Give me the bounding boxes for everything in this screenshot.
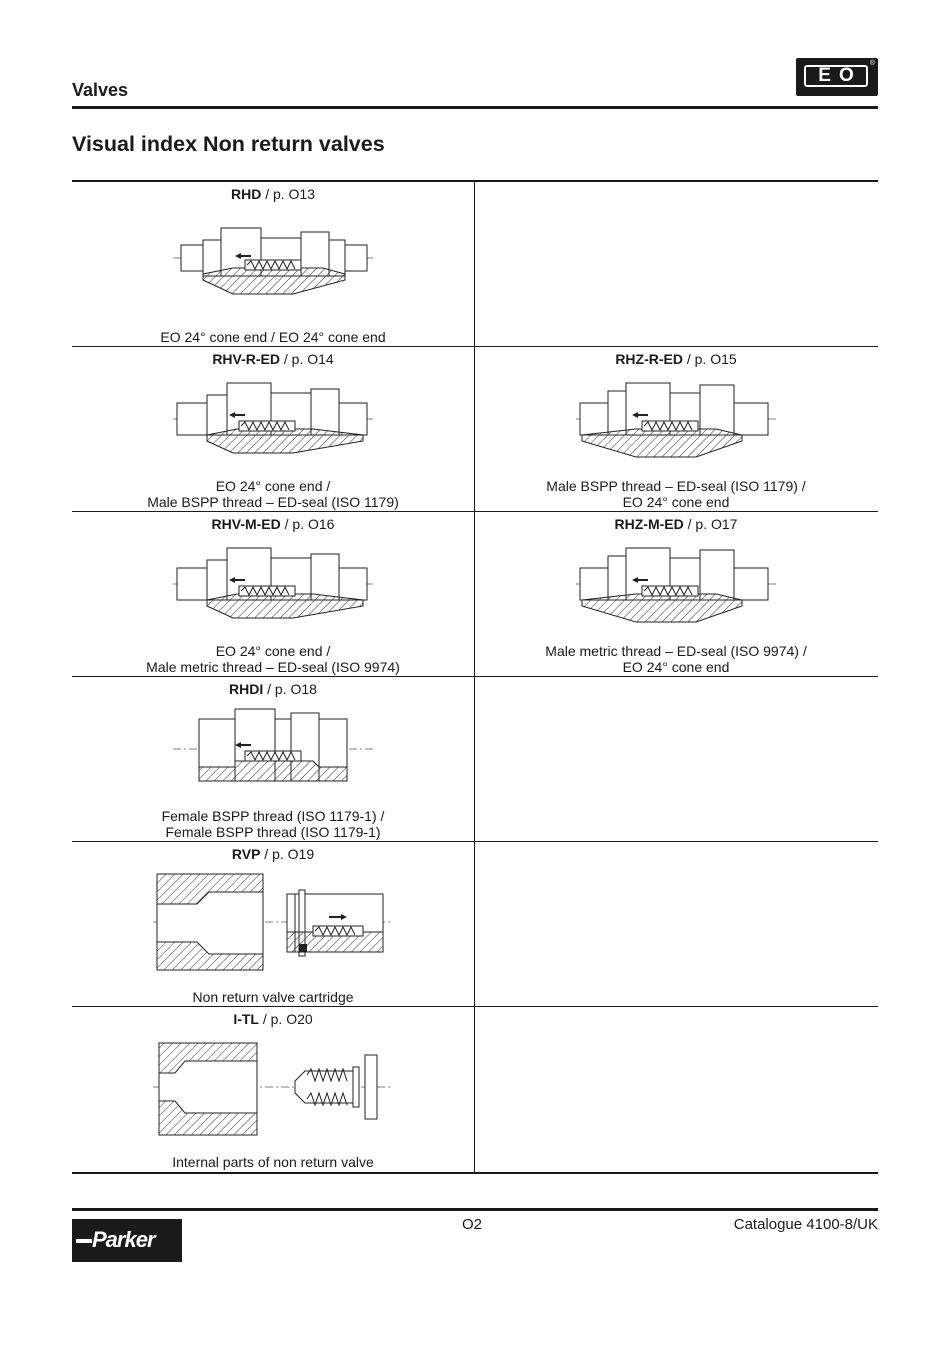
catalogue-number: Catalogue 4100-8/UK [733,1216,878,1233]
page-reference: / p. O16 [280,516,335,532]
footer-rule [72,1208,878,1211]
parker-logo: Parker [72,1219,182,1262]
index-cell-rhd[interactable]: RHD / p. O13 EO 24° cone end / EO 24° co… [72,182,474,347]
product-code: RVP [231,846,261,862]
index-cell-rhdi[interactable]: RHDI / p. O18 Female BSPP thread (ISO 11… [72,677,474,842]
index-cell-rvp[interactable]: RVP / p. O19 Non return valve cartridge [72,842,474,1007]
index-cell-rhv-m-ed[interactable]: RHV-M-ED / p. O16 EO 24° cone end / Male… [72,512,474,677]
connection-description: Non return valve cartridge [192,989,354,1005]
rhdi-valve-drawing [173,708,373,782]
table-row: RHDI / p. O18 Female BSPP thread (ISO 11… [72,677,878,842]
rhd-valve-drawing [173,227,373,295]
table-row: I-TL / p. O20 Internal parts of non retu… [72,1007,878,1172]
page-reference: / p. O20 [258,1011,313,1027]
column-divider [474,512,475,676]
rvp-cartridge-drawing [153,873,393,971]
product-reference[interactable]: RHDI / p. O18 [72,681,474,697]
empty-cell [475,677,877,842]
product-reference[interactable]: RHD / p. O13 [72,186,474,202]
connection-description: Male metric thread – ED-seal (ISO 9974) … [545,643,807,675]
table-row: RHV-R-ED / p. O14 EO 24° cone end / Male… [72,347,878,512]
column-divider [474,842,475,1006]
product-reference[interactable]: I-TL / p. O20 [72,1011,474,1027]
page-reference: / p. O17 [683,516,738,532]
visual-index-table: RHD / p. O13 EO 24° cone end / EO 24° co… [72,180,878,1174]
page-title: Visual index Non return valves [72,132,385,156]
connection-description: EO 24° cone end / EO 24° cone end [160,329,386,345]
empty-cell [475,1007,877,1172]
index-cell-rhz-m-ed[interactable]: RHZ-M-ED / p. O17 Male metric thread – E… [475,512,877,677]
connection-description: Internal parts of non return valve [172,1154,374,1170]
parker-logo-text: Parker [92,1227,156,1252]
connection-description: EO 24° cone end / Male metric thread – E… [146,643,400,675]
parker-logo-bar [76,1239,92,1243]
product-reference[interactable]: RHV-R-ED / p. O14 [72,351,474,367]
product-code: I-TL [233,1011,259,1027]
page-reference: / p. O13 [261,186,316,202]
table-row: RHV-M-ED / p. O16 EO 24° cone end / Male… [72,512,878,677]
product-reference[interactable]: RHV-M-ED / p. O16 [72,516,474,532]
rhz-r-ed-valve-drawing [576,382,776,458]
product-reference[interactable]: RHZ-M-ED / p. O17 [475,516,877,532]
product-code: RHV-M-ED [211,516,281,532]
section-title: Valves [72,80,129,100]
rhz-m-ed-valve-drawing [576,547,776,623]
connection-description: Female BSPP thread (ISO 1179-1) / Female… [161,808,385,840]
rhv-r-ed-valve-drawing [173,382,373,454]
product-code: RHDI [229,681,264,697]
product-reference[interactable]: RVP / p. O19 [72,846,474,862]
connection-description: Male BSPP thread – ED-seal (ISO 1179) / … [546,478,806,510]
rhv-m-ed-valve-drawing [173,547,373,619]
page-header: Valves EO ® [72,56,878,110]
header-rule [72,106,878,109]
product-code: RHZ-R-ED [615,351,683,367]
page-reference: / p. O19 [260,846,315,862]
index-cell-i-tl[interactable]: I-TL / p. O20 Internal parts of non retu… [72,1007,474,1172]
empty-cell [475,842,877,1007]
page-reference: / p. O14 [279,351,334,367]
page-reference: / p. O15 [682,351,737,367]
eo-logo: EO ® [796,58,878,96]
index-cell-rhz-r-ed[interactable]: RHZ-R-ED / p. O15 Male BSPP thread – ED-… [475,347,877,512]
page-number: O2 [462,1216,483,1233]
empty-cell [475,182,877,347]
index-cell-rhv-r-ed[interactable]: RHV-R-ED / p. O14 EO 24° cone end / Male… [72,347,474,512]
product-code: RHD [230,186,262,202]
table-row: RVP / p. O19 Non return valve cartridge [72,842,878,1007]
connection-description: EO 24° cone end / Male BSPP thread – ED-… [147,478,399,510]
product-reference[interactable]: RHZ-R-ED / p. O15 [475,351,877,367]
page-footer: Parker O2 Catalogue 4100-8/UK [72,1208,878,1268]
table-row: RHD / p. O13 EO 24° cone end / EO 24° co… [72,182,878,347]
page-reference: / p. O18 [263,681,317,697]
i-tl-internal-parts-drawing [153,1042,393,1136]
column-divider [474,182,475,346]
product-code: RHZ-M-ED [614,516,684,532]
eo-logo-registered-mark: ® [869,60,875,67]
column-divider [474,347,475,511]
product-code: RHV-R-ED [212,351,280,367]
eo-logo-text: EO [804,65,868,87]
column-divider [474,1007,475,1172]
column-divider [474,677,475,841]
